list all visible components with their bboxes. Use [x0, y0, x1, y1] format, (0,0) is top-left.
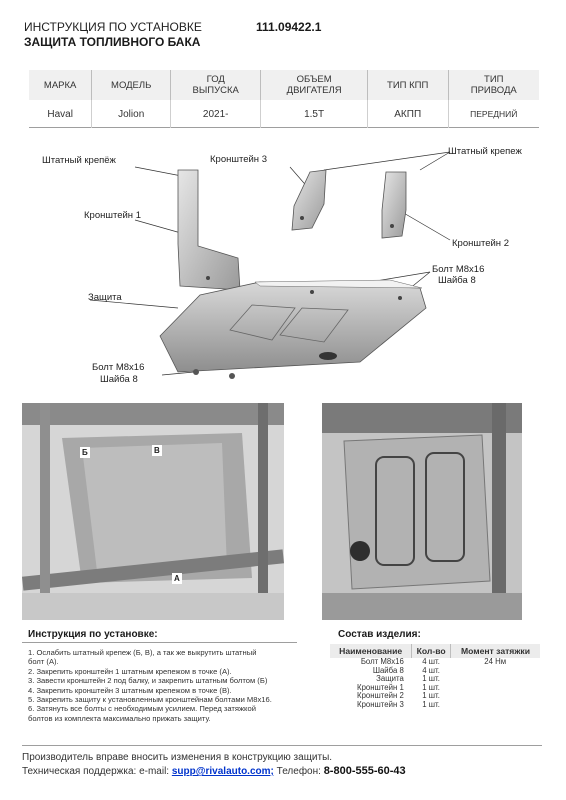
- spec-value-gearbox: АКПП: [367, 100, 449, 128]
- instruction-step: 2. Закрепить кронштейн 1 штатным крепежо…: [28, 666, 232, 676]
- spec-header-model: МОДЕЛЬ: [91, 70, 172, 100]
- article-number: 111.09422.1: [256, 20, 322, 34]
- spec-value-row: Haval Jolion 2021- 1.5T АКПП ПЕРЕДНИЙ: [29, 100, 539, 128]
- photo-left-drawing: [22, 403, 284, 620]
- instruction-step: болтов из комплекта максимально прижать …: [28, 713, 211, 723]
- label-bracket-2: Кронштейн 2: [452, 238, 509, 249]
- label-std-fastener-right: Штатный крепеж: [448, 146, 522, 157]
- instruction-steps-list: 1. Ослабить штатный крепеж (Б, В), а так…: [28, 648, 298, 723]
- support-email-link[interactable]: supp@rivalauto.com;: [171, 766, 274, 777]
- spec-value-engine: 1.5T: [260, 100, 368, 128]
- label-washer-left: Шайба 8: [100, 374, 138, 385]
- document-footer: Производитель вправе вносить изменения в…: [22, 745, 542, 779]
- instructions-title: Инструкция по установке:: [28, 629, 158, 640]
- instruction-step: 5. Закрепить защиту к установленным крон…: [28, 695, 272, 705]
- instruction-step: 4. Закрепить кронштейн 3 штатным крепежо…: [28, 685, 232, 695]
- installation-photo-left: Б В А: [22, 403, 284, 620]
- bracket-2-shape: [381, 171, 407, 239]
- label-bolt-left: Болт М8х16: [92, 362, 145, 373]
- instruction-step: болт (А).: [28, 657, 59, 667]
- spec-value-drive: ПЕРЕДНИЙ: [470, 109, 518, 119]
- marker-a: А: [172, 573, 182, 584]
- composition-title: Состав изделия:: [338, 629, 421, 640]
- installation-photo-right: [322, 403, 522, 620]
- composition-header-row: Наименование Кол-во Момент затяжки: [330, 644, 540, 658]
- support-label: Техническая поддержка: e-mail:: [22, 766, 170, 777]
- label-bolt-right: Болт М8х16: [432, 264, 485, 275]
- spec-value-make: Haval: [29, 100, 93, 128]
- document-title: ИНСТРУКЦИЯ ПО УСТАНОВКЕ: [24, 20, 202, 34]
- marker-b: Б: [80, 447, 90, 458]
- guard-plate-shape: [159, 279, 427, 373]
- photo-right-drawing: [322, 403, 522, 620]
- support-line: Техническая поддержка: e-mail: supp@riva…: [22, 764, 542, 779]
- label-bracket-3: Кронштейн 3: [210, 154, 267, 165]
- label-bracket-1: Кронштейн 1: [84, 210, 141, 221]
- bracket-3-shape: [291, 169, 327, 231]
- instruction-step: 1. Ослабить штатный крепеж (Б, В), а так…: [28, 648, 257, 657]
- spec-header-gearbox: ТИП КПП: [367, 70, 449, 100]
- composition-header-name: Наименование: [330, 644, 413, 658]
- document-subtitle: ЗАЩИТА ТОПЛИВНОГО БАКА: [24, 35, 201, 49]
- phone-label: Телефон:: [276, 766, 321, 777]
- composition-table: Наименование Кол-во Момент затяжки Болт …: [330, 644, 540, 710]
- instruction-step: 6. Затянуть все болты с необходимым усил…: [28, 704, 256, 714]
- instruction-step: 3. Завести кронштейн 2 под балку, и закр…: [28, 676, 268, 686]
- bolts-shape: [193, 369, 235, 379]
- composition-header-qty: Кол-во: [411, 644, 451, 658]
- marker-v: В: [152, 445, 162, 456]
- footer-note: Производитель вправе вносить изменения в…: [22, 752, 333, 763]
- spec-value-year: 2021-: [170, 100, 262, 128]
- composition-header-torque: Момент затяжки: [450, 644, 540, 658]
- label-std-fastener-left: Штатный крепёж: [42, 155, 116, 166]
- label-washer-right: Шайба 8: [438, 275, 476, 286]
- support-phone: 8-800-555-60-43: [323, 765, 406, 777]
- document-header: ИНСТРУКЦИЯ ПО УСТАНОВКЕ ЗАЩИТА ТОПЛИВНОГ…: [24, 20, 544, 50]
- exploded-assembly-diagram: Штатный крепёж Кронштейн 1 Кронштейн 3 Ш…: [30, 140, 540, 395]
- spec-value-model: Jolion: [91, 100, 172, 128]
- assembly-drawing: [89, 151, 451, 379]
- label-guard: Защита: [88, 292, 122, 303]
- spec-header-make: МАРКА: [29, 70, 93, 100]
- instructions-divider: [22, 642, 297, 643]
- bracket-1-shape: [177, 169, 241, 291]
